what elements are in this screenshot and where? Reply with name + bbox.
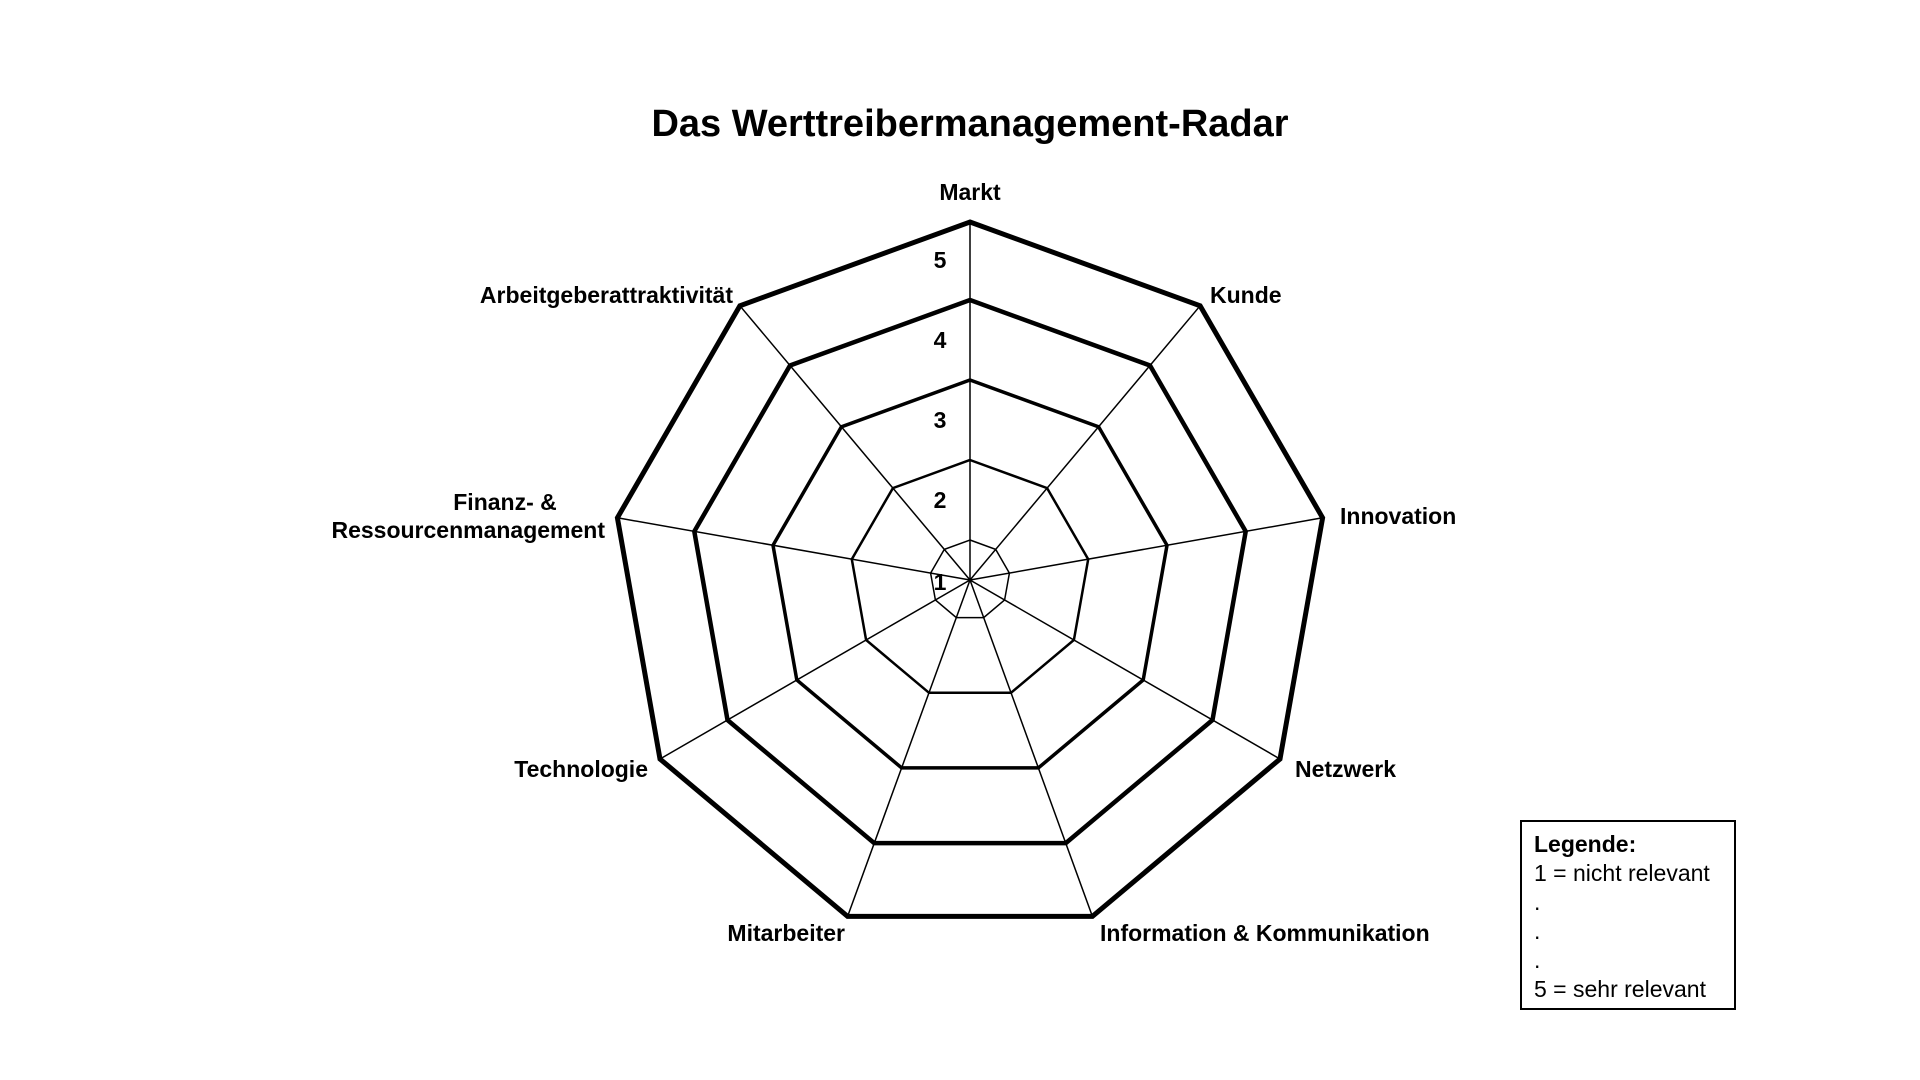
tick-label-1: 1 [934, 569, 947, 595]
radar-spoke [969, 305, 1201, 581]
grid-ring-5 [614, 219, 1326, 919]
radar-spoke [846, 579, 971, 917]
chart-title: Das Werttreibermanagement-Radar [651, 103, 1288, 145]
axis-label: Mitarbeiter [727, 920, 845, 946]
legend-line: 1 = nicht relevant [1534, 860, 1710, 886]
radar-grid [614, 219, 1326, 919]
tick-label-5: 5 [934, 247, 947, 273]
radar-tick-labels: 1 2 3 4 5 [934, 247, 947, 595]
grid-ring-2 [850, 458, 1090, 695]
axis-label: Finanz- &Ressourcenmanagement [331, 489, 605, 543]
axis-label: Netzwerk [1295, 756, 1396, 782]
radar-spoke [739, 305, 971, 581]
grid-ring-4 [691, 297, 1249, 846]
radar-spoke [617, 517, 971, 581]
legend-box: Legende: 1 = nicht relevant . . . 5 = se… [1520, 820, 1736, 1010]
grid-ring-3 [771, 378, 1169, 770]
tick-label-2: 2 [934, 487, 947, 513]
legend-title: Legende: [1534, 831, 1637, 857]
radar-spoke [969, 579, 1094, 917]
axis-label-line: Finanz- & [453, 489, 557, 515]
axis-label: Kunde [1210, 282, 1282, 308]
axis-label: Technologie [514, 756, 648, 782]
axis-label: Innovation [1340, 503, 1456, 529]
legend-line: . [1534, 947, 1541, 973]
axis-label: Markt [939, 179, 1001, 205]
grid-ring-1 [929, 539, 1011, 619]
axis-label: Information & Kommunikation [1100, 920, 1430, 946]
radar-spoke [969, 579, 1281, 760]
tick-label-3: 3 [934, 407, 947, 433]
radar-spoke [969, 517, 1323, 581]
legend-line: 5 = sehr relevant [1534, 976, 1706, 1002]
radar-axis-labels: MarktKundeInnovationNetzwerkInformation … [331, 179, 1456, 946]
legend-line: . [1534, 918, 1541, 944]
radar-spoke [659, 579, 971, 760]
tick-label-4: 4 [934, 327, 947, 353]
axis-label: Arbeitgeberattraktivität [480, 282, 733, 308]
axis-label-line: Ressourcenmanagement [331, 517, 605, 543]
radar-spokes [617, 222, 1323, 917]
legend-line: . [1534, 889, 1541, 915]
